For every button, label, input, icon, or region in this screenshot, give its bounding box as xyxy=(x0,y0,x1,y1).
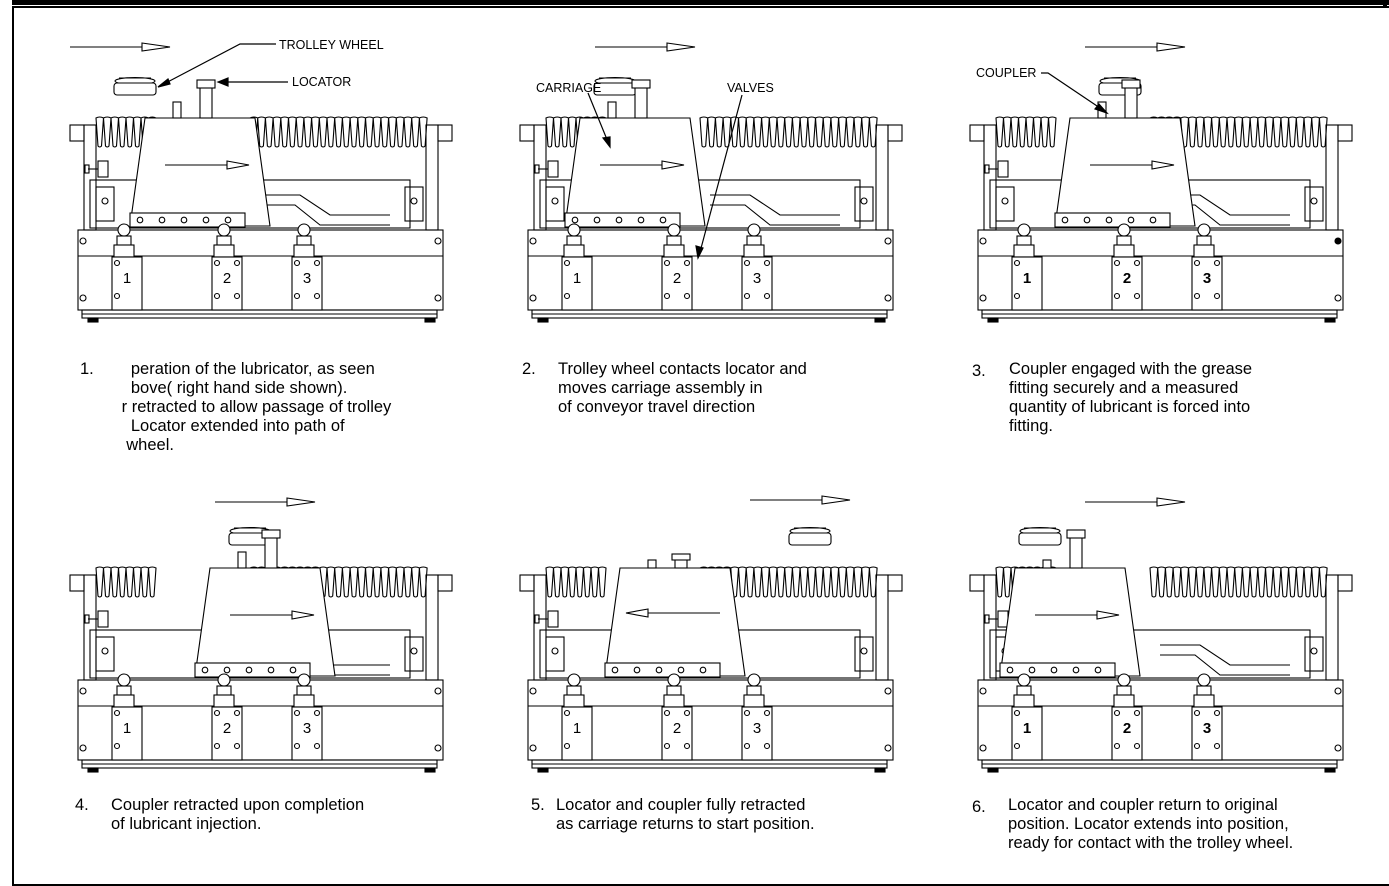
travel-arrow xyxy=(70,42,171,52)
valve-1: 1 xyxy=(561,223,593,311)
valve-number: 1 xyxy=(1023,270,1031,287)
valve-2: 2 xyxy=(1111,673,1143,761)
carriage xyxy=(194,567,336,678)
valve-number: 3 xyxy=(1203,720,1211,737)
diagram-step-5: 1 2 3 xyxy=(510,480,910,790)
callout-locator: LOCATOR xyxy=(292,75,352,89)
callout-coupler: COUPLER xyxy=(976,66,1037,80)
step-3-number: 3. xyxy=(972,362,986,380)
valve-3: 3 xyxy=(741,223,773,311)
step-6-number: 6. xyxy=(972,798,986,816)
lubricator-drawing: 1 2 3 xyxy=(69,497,453,773)
valve-number: 3 xyxy=(753,720,761,737)
valve-number: 1 xyxy=(1023,720,1031,737)
travel-arrow xyxy=(595,42,696,52)
valve-number: 1 xyxy=(573,720,581,737)
valve-3: 3 xyxy=(741,673,773,761)
lubricator-drawing: 1 2 3 xyxy=(519,42,903,323)
valve-number: 1 xyxy=(573,270,581,287)
top-rule xyxy=(12,0,1389,5)
step-3-caption: Coupler engaged with the grease fitting … xyxy=(1009,360,1253,435)
travel-arrow xyxy=(1085,42,1186,52)
valve-number: 3 xyxy=(303,270,311,287)
valve-number: 1 xyxy=(123,720,131,737)
valve-number: 3 xyxy=(1203,270,1211,287)
trolley-wheel xyxy=(788,526,832,546)
lubricator-drawing: 1 2 3 xyxy=(969,42,1353,323)
valve-number: 2 xyxy=(1123,720,1131,737)
step-2-number: 2. xyxy=(522,360,536,378)
trolley-wheel xyxy=(113,76,157,96)
trolley-wheel xyxy=(593,76,637,96)
valve-number: 2 xyxy=(223,720,231,737)
diagram-step-4: 1 2 3 xyxy=(60,480,460,790)
valve-1: 1 xyxy=(1011,673,1043,761)
valve-3: 3 xyxy=(291,223,323,311)
valve-1: 1 xyxy=(561,673,593,761)
valve-2: 2 xyxy=(211,673,243,761)
diagram-step-6: 1 2 3 xyxy=(960,480,1360,790)
diagram-step-3: 1 2 3 xyxy=(960,30,1360,340)
carriage xyxy=(604,567,746,678)
step-1-number: 1. xyxy=(80,360,94,378)
valve-2: 2 xyxy=(661,673,693,761)
step-6-caption: Locator and coupler return to original p… xyxy=(1008,796,1294,852)
step-4-caption: Coupler retracted upon completion of lub… xyxy=(111,796,365,833)
step-4-number: 4. xyxy=(75,796,89,814)
valve-number: 2 xyxy=(223,270,231,287)
callout-valves: VALVES xyxy=(727,81,774,95)
valve-number: 3 xyxy=(753,270,761,287)
valve-2: 2 xyxy=(1111,223,1143,311)
valve-number: 2 xyxy=(673,270,681,287)
valve-1: 1 xyxy=(111,673,143,761)
carriage xyxy=(1054,117,1196,228)
trolley-wheel xyxy=(1018,526,1062,546)
valve-1: 1 xyxy=(1011,223,1043,311)
carriage xyxy=(999,567,1141,678)
valve-number: 3 xyxy=(303,720,311,737)
step-2-caption: Trolley wheel contacts locator and moves… xyxy=(558,360,807,416)
valve-number: 1 xyxy=(123,270,131,287)
travel-arrow xyxy=(750,495,851,505)
lubricator-drawing: 1 2 3 xyxy=(69,42,453,323)
callout-carriage: CARRIAGE xyxy=(536,81,602,95)
lubricator-drawing: 1 2 3 xyxy=(519,495,903,773)
carriage xyxy=(129,117,271,228)
step-1-caption: peration of the lubricator, as seen bove… xyxy=(121,360,392,454)
carriage xyxy=(564,117,706,228)
valve-2: 2 xyxy=(661,223,693,311)
valve-2: 2 xyxy=(211,223,243,311)
callout-trolley-wheel: TROLLEY WHEEL xyxy=(279,38,384,52)
valve-3: 3 xyxy=(1191,673,1223,761)
valve-number: 2 xyxy=(673,720,681,737)
valve-1: 1 xyxy=(111,223,143,311)
corner-mark xyxy=(1383,0,1387,10)
travel-arrow xyxy=(1085,497,1186,507)
step-5-caption: Locator and coupler fully retracted as c… xyxy=(556,796,815,833)
diagram-step-1: 1 2 3 xyxy=(60,30,460,340)
trolley-wheel xyxy=(228,526,272,546)
valve-3: 3 xyxy=(291,673,323,761)
lubricator-drawing: 1 2 3 xyxy=(969,497,1353,773)
travel-arrow xyxy=(215,497,316,507)
diagram-step-2: 1 2 3 xyxy=(510,30,910,340)
valve-number: 2 xyxy=(1123,270,1131,287)
step-5-number: 5. xyxy=(531,796,545,814)
valve-3: 3 xyxy=(1191,223,1223,311)
